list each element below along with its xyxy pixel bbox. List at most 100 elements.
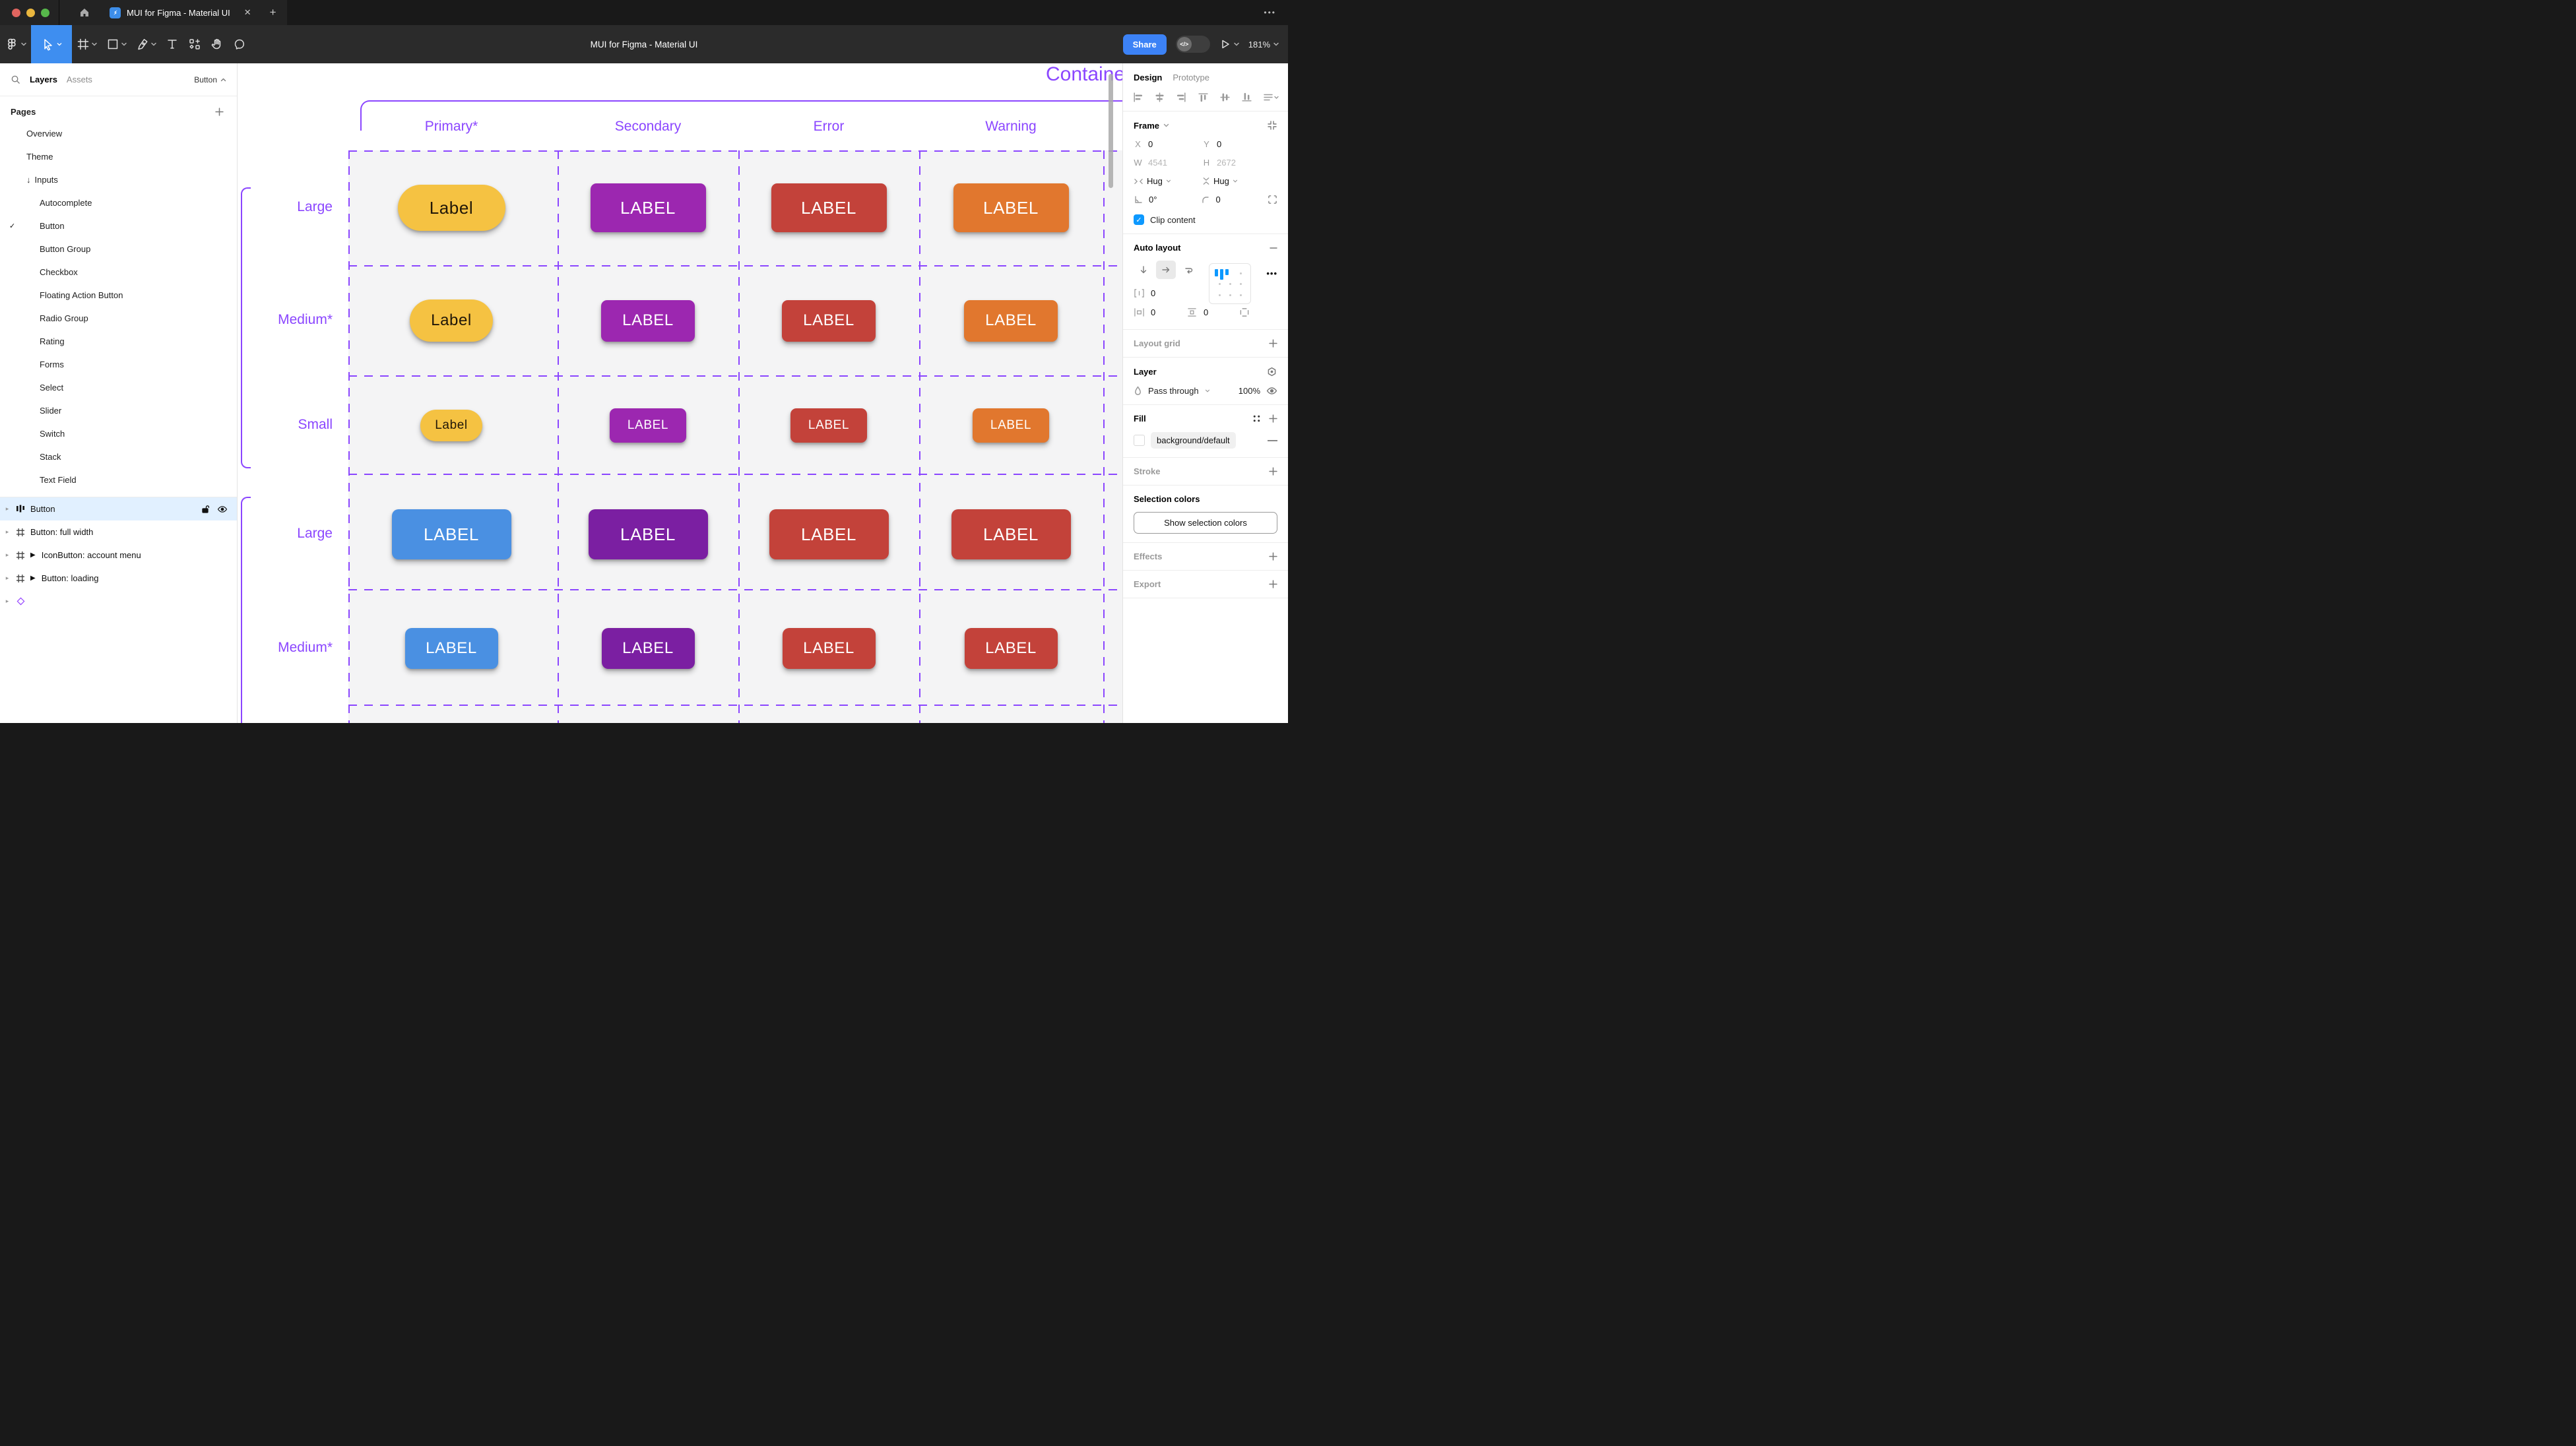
page-item[interactable]: Rating bbox=[0, 330, 237, 353]
y-input[interactable]: 0 bbox=[1217, 139, 1221, 149]
new-tab-button[interactable]: + bbox=[259, 0, 287, 25]
close-window-button[interactable] bbox=[12, 9, 20, 17]
page-item[interactable]: Button Group bbox=[0, 237, 237, 261]
minimize-window-button[interactable] bbox=[26, 9, 35, 17]
layer-row[interactable]: ▸ bbox=[0, 590, 237, 613]
rotation-input[interactable]: 0° bbox=[1149, 195, 1157, 204]
page-item[interactable]: ↓Inputs bbox=[0, 168, 237, 191]
layer-row[interactable]: ▸▶Button: loading bbox=[0, 567, 237, 590]
styles-icon[interactable] bbox=[1252, 414, 1261, 423]
add-stroke-button[interactable] bbox=[1269, 467, 1277, 476]
page-item[interactable]: ✓Button bbox=[0, 214, 237, 237]
mui-button[interactable]: LABEL bbox=[610, 408, 686, 443]
x-input[interactable]: 0 bbox=[1148, 139, 1153, 149]
tab-layers[interactable]: Layers bbox=[30, 75, 57, 84]
mui-button[interactable]: LABEL bbox=[783, 628, 876, 669]
page-item[interactable]: Checkbox bbox=[0, 261, 237, 284]
opacity-input[interactable]: 100% bbox=[1239, 386, 1260, 396]
mui-button[interactable]: LABEL bbox=[589, 509, 708, 559]
page-item[interactable]: Overview bbox=[0, 122, 237, 145]
blend-mode-dropdown[interactable]: Pass through bbox=[1148, 386, 1199, 396]
clip-content-checkbox[interactable]: ✓ bbox=[1134, 214, 1144, 225]
canvas-scrollbar[interactable] bbox=[1109, 74, 1113, 188]
pen-tool-button[interactable] bbox=[131, 25, 161, 63]
horizontal-resizing-dropdown[interactable]: Hug bbox=[1134, 176, 1202, 186]
page-item[interactable]: Radio Group bbox=[0, 307, 237, 330]
alignment-grid-widget[interactable] bbox=[1209, 263, 1251, 304]
mui-button[interactable]: LABEL bbox=[965, 628, 1058, 669]
horizontal-padding-input[interactable]: 0 bbox=[1151, 307, 1155, 317]
corner-radius-input[interactable]: 0 bbox=[1216, 195, 1221, 204]
show-selection-colors-button[interactable]: Show selection colors bbox=[1134, 512, 1277, 534]
layout-vertical-button[interactable] bbox=[1134, 261, 1153, 279]
resources-tool-button[interactable] bbox=[183, 25, 206, 63]
expand-chevron-icon[interactable]: ▸ bbox=[4, 528, 11, 536]
add-page-button[interactable] bbox=[215, 108, 224, 116]
height-input[interactable]: 2672 bbox=[1217, 158, 1236, 168]
mui-button[interactable]: LABEL bbox=[769, 509, 889, 559]
fullscreen-window-button[interactable] bbox=[41, 9, 49, 17]
fill-color-swatch[interactable] bbox=[1134, 435, 1145, 446]
dev-mode-toggle[interactable]: </> bbox=[1176, 36, 1210, 53]
mui-button[interactable]: LABEL bbox=[392, 509, 511, 559]
home-button[interactable] bbox=[69, 0, 100, 25]
remove-auto-layout-button[interactable] bbox=[1270, 244, 1277, 252]
add-export-button[interactable] bbox=[1269, 580, 1277, 588]
align-horizontal-center-button[interactable] bbox=[1154, 92, 1165, 103]
vertical-resizing-dropdown[interactable]: Hug bbox=[1202, 176, 1271, 186]
mui-button[interactable]: LABEL bbox=[951, 509, 1071, 559]
mui-button[interactable]: LABEL bbox=[591, 183, 706, 232]
move-tool-button[interactable] bbox=[31, 25, 72, 63]
present-button[interactable] bbox=[1219, 38, 1239, 50]
mui-button[interactable]: Label bbox=[420, 410, 482, 441]
page-item[interactable]: Select bbox=[0, 376, 237, 399]
tab-design[interactable]: Design bbox=[1134, 73, 1162, 82]
expand-chevron-icon[interactable]: ▸ bbox=[4, 505, 11, 513]
expand-chevron-icon[interactable]: ▸ bbox=[4, 551, 11, 559]
add-fill-button[interactable] bbox=[1269, 414, 1277, 423]
page-item[interactable]: Theme bbox=[0, 145, 237, 168]
canvas[interactable]: Contained Primary*SecondaryErrorWarning … bbox=[238, 63, 1122, 723]
layer-row[interactable]: ▸▶IconButton: account menu bbox=[0, 544, 237, 567]
unlock-icon[interactable] bbox=[201, 505, 209, 514]
tab-prototype[interactable]: Prototype bbox=[1173, 73, 1209, 82]
independent-corners-icon[interactable] bbox=[1268, 195, 1277, 204]
expand-chevron-icon[interactable]: ▸ bbox=[4, 575, 11, 582]
distribute-menu-button[interactable] bbox=[1263, 92, 1279, 103]
align-right-button[interactable] bbox=[1176, 92, 1187, 103]
mui-button[interactable]: Label bbox=[398, 185, 505, 231]
gap-input[interactable]: 0 bbox=[1151, 288, 1155, 298]
zoom-menu[interactable]: 181% bbox=[1248, 40, 1279, 49]
text-tool-button[interactable] bbox=[161, 25, 183, 63]
comment-tool-button[interactable] bbox=[228, 25, 251, 63]
document-tab[interactable]: MUI for Figma - Material UI ✕ bbox=[100, 0, 259, 25]
main-menu-button[interactable] bbox=[0, 25, 31, 63]
mui-button[interactable]: LABEL bbox=[782, 300, 876, 342]
mui-button[interactable]: LABEL bbox=[601, 300, 695, 342]
individual-padding-icon[interactable] bbox=[1239, 307, 1250, 317]
layout-horizontal-button[interactable] bbox=[1156, 261, 1176, 279]
width-input[interactable]: 4541 bbox=[1148, 158, 1167, 168]
align-vertical-center-button[interactable] bbox=[1219, 92, 1231, 103]
page-item[interactable]: Autocomplete bbox=[0, 191, 237, 214]
share-button[interactable]: Share bbox=[1123, 34, 1167, 55]
page-item[interactable]: Text Field bbox=[0, 468, 237, 491]
vertical-padding-input[interactable]: 0 bbox=[1204, 307, 1208, 317]
add-layout-grid-button[interactable] bbox=[1269, 339, 1277, 348]
tab-close-button[interactable]: ✕ bbox=[244, 7, 251, 18]
page-item[interactable]: Forms bbox=[0, 353, 237, 376]
mui-button[interactable]: LABEL bbox=[964, 300, 1058, 342]
add-effect-button[interactable] bbox=[1269, 552, 1277, 561]
visible-eye-icon[interactable] bbox=[217, 505, 228, 513]
frame-tool-button[interactable] bbox=[72, 25, 102, 63]
shape-tool-button[interactable] bbox=[102, 25, 131, 63]
mui-button[interactable]: LABEL bbox=[790, 408, 867, 443]
align-bottom-button[interactable] bbox=[1241, 92, 1252, 103]
mui-button[interactable]: LABEL bbox=[405, 628, 498, 669]
layout-wrap-button[interactable] bbox=[1178, 261, 1198, 279]
shrink-to-fit-icon[interactable] bbox=[1267, 120, 1277, 131]
page-item[interactable]: Stack bbox=[0, 445, 237, 468]
mui-button[interactable]: LABEL bbox=[973, 408, 1049, 443]
auto-layout-more-button[interactable]: ••• bbox=[1266, 268, 1277, 278]
visibility-eye-icon[interactable] bbox=[1266, 387, 1277, 395]
